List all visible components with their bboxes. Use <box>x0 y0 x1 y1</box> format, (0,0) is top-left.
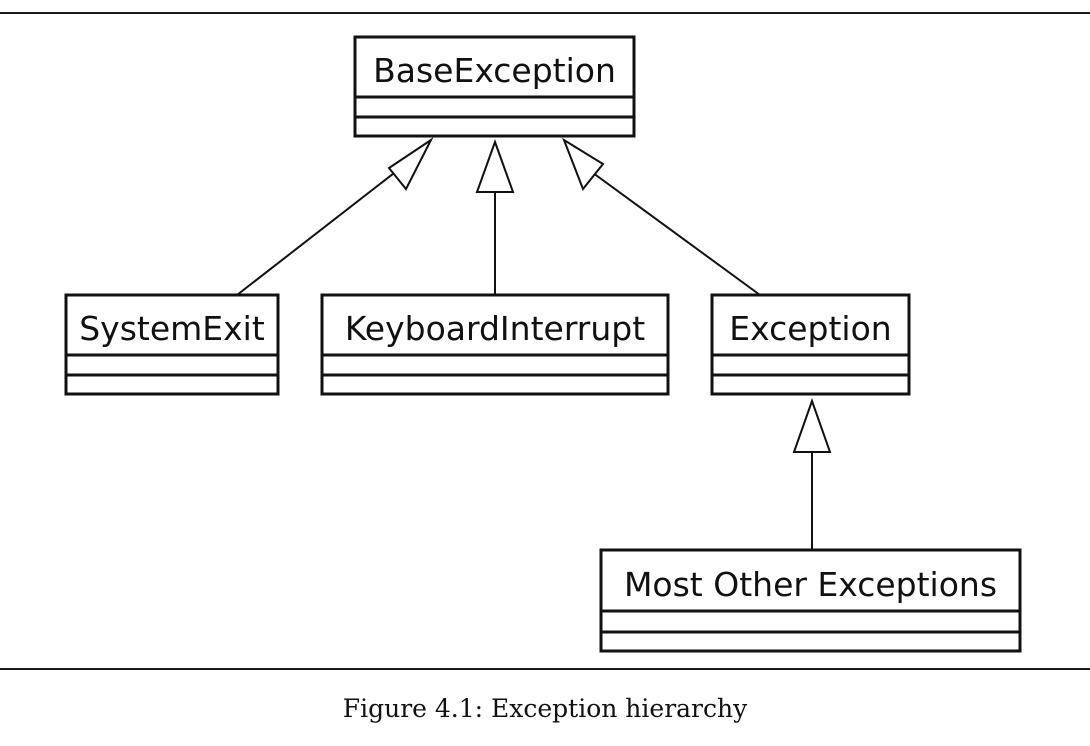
class-box-most-other-exceptions: Most Other Exceptions <box>599 548 1022 653</box>
figure-caption: Figure 4.1: Exception hierarchy <box>342 694 748 723</box>
generalization-arrowhead <box>792 397 832 453</box>
top-rule <box>0 12 1090 14</box>
edge-mostother-to-exception <box>792 397 832 550</box>
class-name-systemexit: SystemExit <box>79 309 265 348</box>
class-box-exception: Exception <box>710 293 911 396</box>
class-box-baseexception: BaseException <box>353 35 636 138</box>
class-name-keyboardinterrupt: KeyboardInterrupt <box>345 309 645 348</box>
edge-systemexit-to-baseexception <box>236 137 434 296</box>
class-name-most-other-exceptions: Most Other Exceptions <box>624 565 997 604</box>
class-box-keyboardinterrupt: KeyboardInterrupt <box>320 293 670 396</box>
edge-exception-to-baseexception <box>561 137 761 296</box>
class-name-exception: Exception <box>729 309 891 348</box>
bottom-rule <box>0 668 1090 670</box>
generalization-arrowhead <box>561 137 605 191</box>
class-box-systemexit: SystemExit <box>64 293 280 396</box>
class-name-baseexception: BaseException <box>373 51 616 90</box>
edge-keyboardinterrupt-to-baseexception <box>475 139 515 295</box>
generalization-arrowhead <box>475 139 515 193</box>
generalization-arrowhead <box>387 137 434 191</box>
